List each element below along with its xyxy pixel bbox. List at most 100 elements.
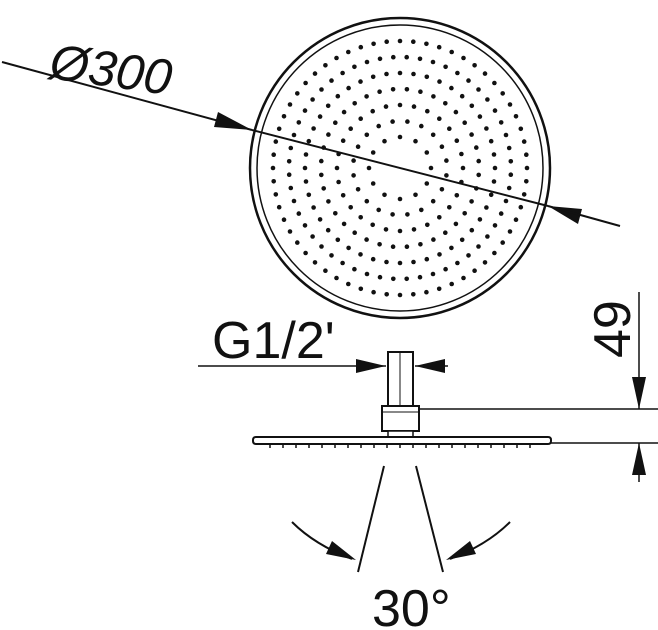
nozzle-dot	[355, 144, 361, 149]
nozzle-dot	[507, 229, 513, 234]
nozzle-dot	[364, 132, 370, 138]
nozzle-dot	[411, 104, 417, 109]
nozzle-dot	[488, 192, 494, 198]
connector-nut	[381, 405, 420, 432]
diameter-leader-left	[1, 61, 253, 131]
nozzle-dot	[439, 144, 445, 149]
nozzle-dot	[491, 152, 497, 157]
nozzle-dot	[340, 260, 345, 266]
arrow-angle-left	[326, 541, 356, 560]
nozzle-dot	[348, 126, 354, 131]
nozzle-dot	[447, 205, 452, 210]
nozzle-dot	[424, 74, 430, 80]
nozzle-dot	[358, 79, 363, 84]
nozzle-dot	[462, 211, 468, 216]
nozzle-dot	[397, 292, 403, 298]
spray-angle-label: 30°	[372, 580, 451, 630]
nozzle-dot	[288, 185, 294, 191]
nozzle-dot	[418, 242, 423, 247]
nozzle-dot	[507, 102, 513, 107]
nozzle-dot	[492, 250, 497, 256]
nozzle-dot	[469, 103, 475, 109]
nozzle-dot	[449, 49, 455, 55]
nozzle-dot	[352, 266, 357, 272]
nozzle-dot	[391, 276, 396, 282]
nozzle-dot	[469, 227, 475, 233]
diameter-label: Ø300	[44, 33, 175, 106]
nozzle-dot	[417, 274, 423, 280]
nozzle-dot	[518, 204, 524, 210]
nozzle-dot	[521, 192, 527, 197]
nozzle-dot	[492, 223, 498, 228]
nozzle-dot	[424, 181, 430, 186]
nozzle-dot	[424, 289, 429, 295]
nozzle-dot	[376, 207, 382, 213]
nozzle-dot	[310, 97, 315, 102]
nozzle-dot	[397, 38, 403, 44]
diameter-leader-right	[547, 205, 621, 227]
nozzle-dot	[377, 274, 383, 280]
nozzle-dot	[270, 165, 276, 171]
nozzle-dot	[482, 71, 488, 76]
spray-angle-dimension: 30°	[291, 465, 511, 630]
nozzle-pattern	[270, 38, 530, 298]
nozzle-dot	[370, 74, 376, 80]
nozzle-dot	[271, 152, 277, 157]
nozzle-dot	[319, 244, 324, 249]
nozzle-dot	[358, 116, 364, 121]
nozzle-dot	[317, 217, 323, 222]
nozzle-dot	[443, 64, 448, 70]
nozzle-dot	[469, 199, 474, 204]
nozzle-dot	[469, 132, 474, 137]
nozzle-dot	[348, 205, 354, 210]
nozzle-stubs	[269, 444, 531, 448]
nozzle-dot	[449, 281, 455, 287]
height-dimension: 49	[419, 292, 658, 482]
nozzle-dot	[346, 85, 351, 91]
nozzle-dot	[364, 94, 369, 99]
nozzle-dot	[323, 268, 328, 274]
nozzle-dot	[311, 126, 316, 131]
nozzle-dot	[340, 70, 345, 76]
nozzle-dot	[351, 173, 356, 178]
head-body	[252, 436, 552, 445]
nozzle-dot	[286, 159, 292, 164]
nozzle-dot	[333, 211, 338, 216]
nozzle-dot	[461, 55, 466, 61]
nozzle-dot	[436, 44, 442, 50]
nozzle-dot	[485, 234, 490, 239]
nozzle-dot	[425, 108, 430, 114]
nozzle-dot	[424, 256, 430, 262]
nozzle-dot	[341, 221, 347, 227]
nozzle-dot	[351, 158, 356, 163]
nozzle-dot	[397, 196, 403, 202]
arrow-height-top	[632, 377, 646, 409]
nozzle-dot	[376, 123, 382, 129]
nozzle-dot	[459, 93, 465, 99]
nozzle-dot	[485, 97, 490, 102]
nozzle-dot	[364, 198, 370, 204]
nozzle-dot	[370, 181, 376, 186]
nozzle-dot	[476, 158, 482, 164]
nozzle-dot	[413, 192, 418, 198]
nozzle-dot	[346, 49, 351, 55]
nozzle-dot	[319, 158, 324, 164]
nozzle-dot	[405, 119, 410, 124]
nozzle-dot	[371, 41, 376, 47]
nozzle-dot	[296, 120, 302, 125]
outer-rim	[248, 16, 552, 320]
nozzle-dot	[459, 237, 465, 243]
nozzle-dot	[358, 252, 363, 257]
nozzle-dot	[431, 237, 436, 242]
nozzle-dot	[447, 126, 452, 131]
nozzle-dot	[424, 150, 430, 155]
nozzle-dot	[291, 132, 297, 138]
spray-line-left	[357, 465, 385, 573]
nozzle-dot	[419, 123, 424, 129]
nozzle-dot	[484, 205, 489, 210]
nozzle-dot	[430, 198, 436, 204]
connection-dimension: G1/2'	[198, 312, 448, 373]
nozzle-dot	[466, 78, 471, 83]
nozzle-dot	[287, 229, 293, 234]
nozzle-dot	[462, 120, 468, 125]
